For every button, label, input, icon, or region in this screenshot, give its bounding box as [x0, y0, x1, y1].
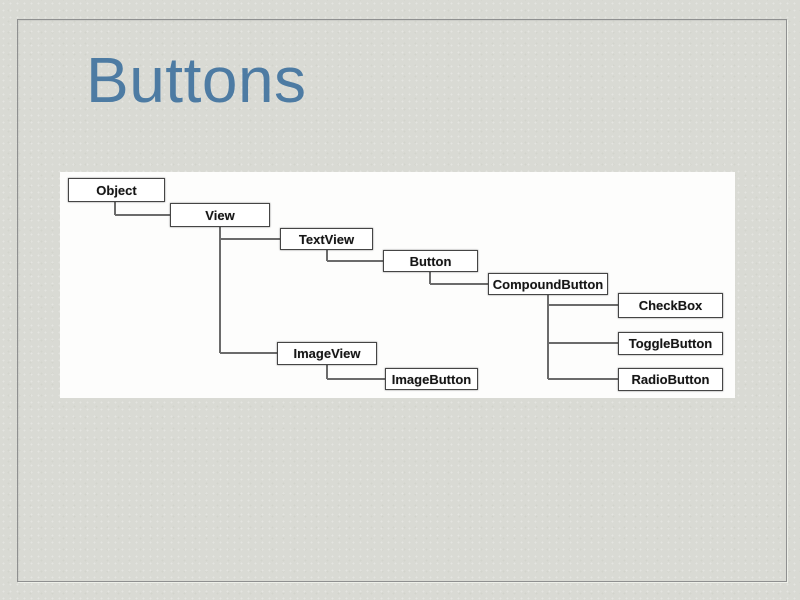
connector-line [548, 304, 618, 306]
connector-line [548, 342, 618, 344]
connector-line [326, 365, 328, 379]
connector-line [327, 260, 383, 262]
connector-line [327, 378, 385, 380]
node-imageview: ImageView [277, 342, 377, 365]
connector-line [429, 272, 431, 284]
node-radiobutton: RadioButton [618, 368, 723, 391]
node-imagebutton: ImageButton [385, 368, 478, 390]
connector-line [220, 352, 277, 354]
connector-line [547, 295, 549, 379]
node-togglebutton: ToggleButton [618, 332, 723, 355]
slide-title: Buttons [86, 44, 307, 116]
node-button: Button [383, 250, 478, 272]
node-object: Object [68, 178, 165, 202]
connector-line [114, 202, 116, 215]
node-compoundbutton: CompoundButton [488, 273, 608, 295]
connector-line [115, 214, 170, 216]
connector-line [326, 250, 328, 261]
connector-line [219, 227, 221, 353]
node-textview: TextView [280, 228, 373, 250]
node-view: View [170, 203, 270, 227]
node-checkbox: CheckBox [618, 293, 723, 318]
connector-line [548, 378, 618, 380]
connector-line [220, 238, 280, 240]
connector-line [430, 283, 488, 285]
